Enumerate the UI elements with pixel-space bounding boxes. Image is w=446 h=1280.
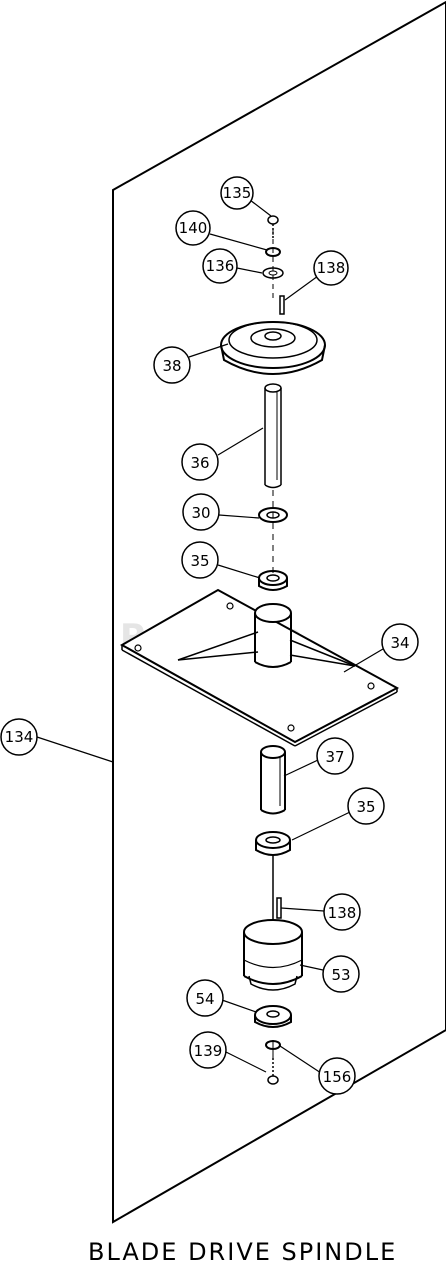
- part-key-138-top: [279, 295, 285, 315]
- svg-text:140: 140: [179, 219, 208, 237]
- callout-35-bottom: 35: [347, 787, 385, 825]
- diagram-title: BLADE DRIVE SPINDLE: [88, 1238, 398, 1266]
- part-shaft-36: [264, 383, 282, 489]
- svg-text:35: 35: [356, 798, 375, 816]
- part-lockwasher-140: [265, 247, 281, 257]
- part-pulley-38: [220, 321, 326, 375]
- part-bolt-139: [267, 1058, 279, 1085]
- part-spacer-37: [260, 745, 286, 815]
- svg-text:54: 54: [195, 990, 214, 1008]
- svg-text:139: 139: [194, 1042, 223, 1060]
- svg-text:136: 136: [206, 257, 235, 275]
- callout-36: 36: [181, 443, 219, 481]
- callout-136: 136: [202, 248, 238, 284]
- part-key-138-bottom: [276, 897, 282, 919]
- callout-140: 140: [175, 210, 211, 246]
- callout-139: 139: [189, 1031, 227, 1069]
- svg-text:34: 34: [390, 634, 409, 652]
- svg-text:138: 138: [317, 259, 346, 277]
- part-housing-plate-34: [119, 588, 400, 747]
- part-washer-30: [258, 507, 288, 523]
- callout-34: 34: [381, 623, 419, 661]
- svg-text:36: 36: [190, 454, 209, 472]
- svg-text:37: 37: [325, 748, 344, 766]
- part-bearing-35-bottom: [255, 831, 291, 856]
- callout-53: 53: [322, 955, 360, 993]
- svg-text:134: 134: [5, 728, 34, 746]
- part-bearing-35-top: [258, 570, 288, 591]
- callout-134: 134: [0, 718, 38, 756]
- svg-text:53: 53: [331, 966, 350, 984]
- part-bolt-135: [267, 215, 279, 240]
- part-lockwasher-156: [265, 1040, 281, 1050]
- callout-138-top: 138: [313, 250, 349, 286]
- svg-text:35: 35: [190, 552, 209, 570]
- callout-138-bottom: 138: [323, 893, 361, 931]
- callout-37: 37: [316, 737, 354, 775]
- svg-text:135: 135: [223, 184, 252, 202]
- svg-text:30: 30: [191, 504, 210, 522]
- callout-156: 156: [318, 1057, 356, 1095]
- callout-35-top: 35: [181, 541, 219, 579]
- svg-text:156: 156: [323, 1068, 352, 1086]
- svg-text:138: 138: [328, 904, 357, 922]
- callout-54: 54: [186, 979, 224, 1017]
- callout-30: 30: [182, 493, 220, 531]
- backing-plate: [112, 0, 446, 1224]
- callout-38: 38: [153, 346, 191, 384]
- leader-lines: [36, 199, 384, 1074]
- part-washer-136: [262, 267, 284, 279]
- callout-135-top: 135: [220, 176, 254, 210]
- part-housing-53: [243, 919, 303, 991]
- part-washer-54: [254, 1005, 292, 1028]
- svg-text:38: 38: [162, 357, 181, 375]
